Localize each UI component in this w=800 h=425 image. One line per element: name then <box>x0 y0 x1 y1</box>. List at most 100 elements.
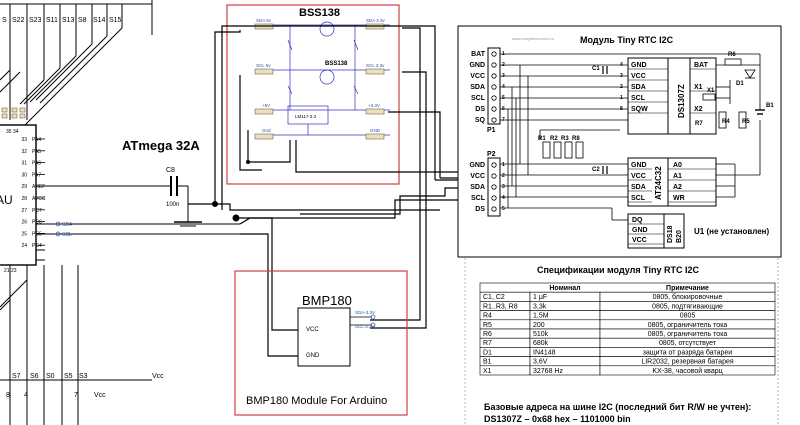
rtc-watermark: www.easyelectronics.ru <box>512 36 554 41</box>
spec-table-cell: 510k <box>533 331 549 338</box>
rtc-ref-x1: X1 <box>707 88 715 94</box>
mcu-pin-name: PC6 <box>32 220 42 226</box>
ds1307-pin-left: SDA <box>631 84 646 91</box>
bss-sda5: SDA 5v <box>256 18 272 23</box>
spec-table-cell: R7 <box>483 340 492 347</box>
bss-gnd: Gnd <box>262 128 271 133</box>
spec-table-cell: R4 <box>483 313 492 320</box>
bss-v5: +5V <box>262 103 270 108</box>
at24-pin-right: A1 <box>673 173 682 180</box>
spec-table-cell: 0805, ограничитель тока <box>648 322 728 329</box>
mcu-top-pin-6: S14 <box>93 17 106 24</box>
bss-scl5: SCL 5v <box>256 63 271 68</box>
mcu-pin-name: AREF <box>32 184 45 190</box>
ds1307-name: DS1307Z <box>677 84 686 118</box>
mcu-bottom-pin-2: S0 <box>46 373 55 380</box>
mcu-pin-name: PA6 <box>32 161 41 167</box>
mcu-pin-name: PC7 <box>32 208 42 214</box>
spec-table-cell: 1 μF <box>533 294 547 301</box>
p1-pin-label: SQ <box>475 117 486 124</box>
c8-value: 100n <box>166 202 179 208</box>
spec-table-cell: B1 <box>483 359 492 366</box>
at24-pin-left: VCC <box>631 173 646 180</box>
rtc-ref-r8: R8 <box>572 136 580 142</box>
mcu-bottom-num-2: 7 <box>74 392 78 399</box>
p1-pin-label: SDA <box>470 84 485 91</box>
spec-table-cell: LIR2032, резервная батарея <box>641 358 734 366</box>
spec-header-note: Примечание <box>666 285 709 292</box>
at24-pin-right: WR <box>673 195 685 202</box>
at24-name: AT24C32 <box>654 166 663 200</box>
ds18-sub: B20 <box>676 230 683 243</box>
rtc-ref-d1: D1 <box>736 81 744 87</box>
mcu-top-pin-1: S22 <box>12 17 25 24</box>
rtc-ref-b1: B1 <box>766 103 774 109</box>
mcu-pin-num: 31 <box>21 161 27 167</box>
ds1307-pin-left: GND <box>631 62 647 69</box>
p1-pin-label: BAT <box>471 51 486 58</box>
spec-table-cell: IN4148 <box>533 349 556 356</box>
mcu-partial-name: AU <box>0 193 13 207</box>
mcu-scl-label: SCL <box>62 232 72 238</box>
mcu-bottom-pin-3: S5 <box>64 373 73 380</box>
bss-subtitle: BSS138 <box>325 61 348 67</box>
p2-pin-num: 5 <box>502 206 505 212</box>
mcu-top-pin-2: S23 <box>29 17 42 24</box>
bss-gnd2: GND <box>370 128 381 133</box>
mcu-pin-num: 25 <box>21 231 27 237</box>
spec-table-cell: 32768 Hz <box>533 368 563 375</box>
p2-pin-label: GND <box>469 162 485 169</box>
spec-section: Спецификации модуля Tiny RTC I2C Номинал… <box>464 258 779 425</box>
mcu-sda-label: SDA <box>62 222 73 228</box>
mcu-pin-name: PA4 <box>32 137 41 143</box>
rtc-ref-c2: C2 <box>592 167 600 173</box>
rtc-ref-r6: R6 <box>728 52 736 58</box>
mcu-body <box>0 124 37 266</box>
at24-body <box>627 157 717 207</box>
mcu-top-pin-4: S13 <box>62 17 75 24</box>
spec-table-cell: R1..R3, R8 <box>483 303 518 310</box>
mcu-pin-num: 24 <box>21 243 27 249</box>
mcu-bottom-num-1: 4 <box>24 392 28 399</box>
rtc-module: Модуль Tiny RTC I2C www.easyelectronics.… <box>457 25 782 258</box>
spec-table-cell: защита от разряда батареи <box>643 348 732 356</box>
spec-table-cell: KX-38, часовой кварц <box>652 367 722 375</box>
rtc-title: Модуль Tiny RTC I2C <box>580 35 674 45</box>
p2-pin-num: 3 <box>502 184 505 190</box>
p2-pin-label: VCC <box>470 173 485 180</box>
mcu-section: S S22 S23 S11 S13 S8 S14 S15 35 34 AU 21… <box>0 0 240 425</box>
rtc-ref-r5: R5 <box>742 119 750 125</box>
bmp180-vcc: VCC <box>306 327 319 333</box>
rtc-p1-label: P1 <box>487 127 496 134</box>
mcu-top-pin-0: S <box>2 17 7 24</box>
rtc-ref-r2: R2 <box>550 136 558 142</box>
ds1307-pin-right: X1 <box>694 84 703 91</box>
bss138-box <box>226 4 400 185</box>
p1-pin-label: VCC <box>470 73 485 80</box>
rtc-ref-r1: R1 <box>538 136 546 142</box>
p2-pin-num: 1 <box>502 162 505 168</box>
mcu-bottom-pin-1: S6 <box>30 373 39 380</box>
ds18-pin: GND <box>632 227 648 234</box>
rtc-p2 <box>487 157 501 217</box>
mcu-pin-num: 33 <box>21 137 27 143</box>
bmp180-gnd: GND <box>306 353 320 359</box>
ds18-name: DS18 <box>667 225 674 243</box>
ds18-note: U1 (не установлен) <box>694 227 769 236</box>
rtc-p2-label: P2 <box>487 151 496 158</box>
mcu-pin-num: 27 <box>21 208 27 214</box>
bmp180-sda: SDA-3.3V <box>355 310 375 315</box>
spec-addr-title: Базовые адреса на шине I2C (последний би… <box>484 402 751 412</box>
mcu-top-pin-7: S15 <box>109 17 122 24</box>
p2-pin-num: 2 <box>502 173 505 179</box>
mcu-bottom-pin-4: S3 <box>79 373 88 380</box>
mcu-pin-name: PA7 <box>32 172 41 178</box>
bmp180-scl: SCL-3.3V <box>355 324 375 329</box>
